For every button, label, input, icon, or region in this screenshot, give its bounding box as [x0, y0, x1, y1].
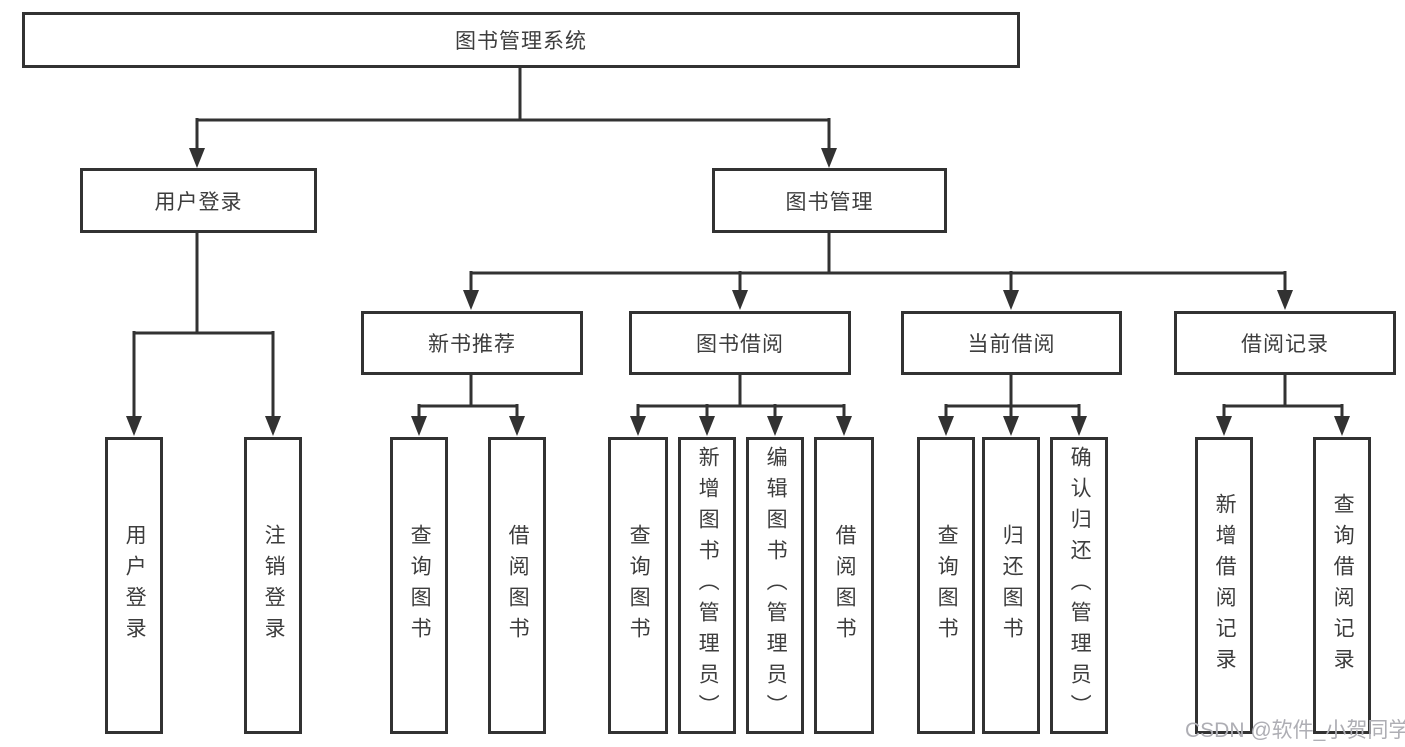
leaf-query-borrow-record: 查询借阅记录 [1313, 437, 1371, 734]
leaf-query-books-borrowing-label: 查询图书 [627, 523, 651, 648]
node-current-borrowing-label: 当前借阅 [967, 333, 1056, 356]
node-book-management: 图书管理 [712, 168, 947, 233]
leaf-user-login-label: 用户登录 [123, 523, 147, 648]
leaf-return-books: 归还图书 [982, 437, 1040, 734]
node-library-system-root-label: 图书管理系统 [455, 30, 587, 53]
leaf-borrow-books-recommend-label: 借阅图书 [506, 523, 530, 648]
node-borrow-records-label: 借阅记录 [1241, 333, 1329, 356]
node-book-management-label: 图书管理 [785, 190, 874, 214]
leaf-return-books-label: 归还图书 [1000, 523, 1024, 648]
leaf-edit-books-admin-label: 编辑图书（管理员） [764, 446, 788, 725]
node-current-borrowing: 当前借阅 [901, 311, 1122, 375]
leaf-query-books-borrowing: 查询图书 [608, 437, 668, 734]
leaf-query-borrow-record-label: 查询借阅记录 [1331, 492, 1355, 679]
leaf-user-login: 用户登录 [105, 437, 163, 734]
watermark: CSDN @软件_小贺同学 [1185, 719, 1405, 742]
leaf-add-books-admin-label: 新增图书（管理员） [696, 446, 720, 725]
leaf-query-books-recommend-label: 查询图书 [408, 523, 432, 648]
node-borrow-records: 借阅记录 [1174, 311, 1396, 375]
leaf-add-books-admin: 新增图书（管理员） [678, 437, 736, 734]
leaf-query-books-current-label: 查询图书 [935, 523, 959, 648]
leaf-confirm-return-admin-label: 确认归还（管理员） [1068, 446, 1092, 725]
leaf-edit-books-admin: 编辑图书（管理员） [746, 437, 804, 734]
leaf-logout-login-label: 注销登录 [262, 523, 286, 648]
node-user-login: 用户登录 [80, 168, 317, 233]
leaf-logout-login: 注销登录 [244, 437, 302, 734]
node-library-system-root: 图书管理系统 [22, 12, 1020, 68]
node-book-borrowing-label: 图书借阅 [696, 333, 784, 356]
leaf-borrow-books-borrowing: 借阅图书 [814, 437, 874, 734]
leaf-borrow-books-recommend: 借阅图书 [488, 437, 546, 734]
leaf-confirm-return-admin: 确认归还（管理员） [1050, 437, 1108, 734]
node-new-book-recommend-label: 新书推荐 [428, 333, 516, 356]
leaf-query-books-recommend: 查询图书 [390, 437, 448, 734]
node-book-borrowing: 图书借阅 [629, 311, 851, 375]
leaf-add-borrow-record: 新增借阅记录 [1195, 437, 1253, 734]
node-user-login-label: 用户登录 [154, 190, 243, 214]
leaf-add-borrow-record-label: 新增借阅记录 [1213, 492, 1237, 679]
leaf-query-books-current: 查询图书 [917, 437, 975, 734]
node-new-book-recommend: 新书推荐 [361, 311, 583, 375]
leaf-borrow-books-borrowing-label: 借阅图书 [833, 523, 857, 648]
